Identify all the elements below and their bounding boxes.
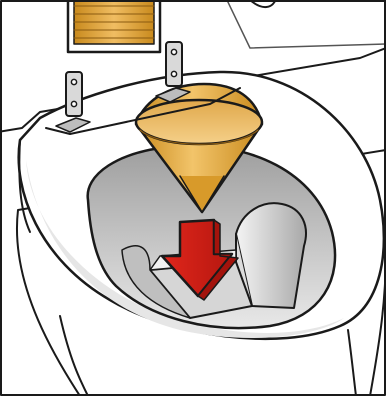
paper-roll-icon bbox=[68, 0, 160, 52]
